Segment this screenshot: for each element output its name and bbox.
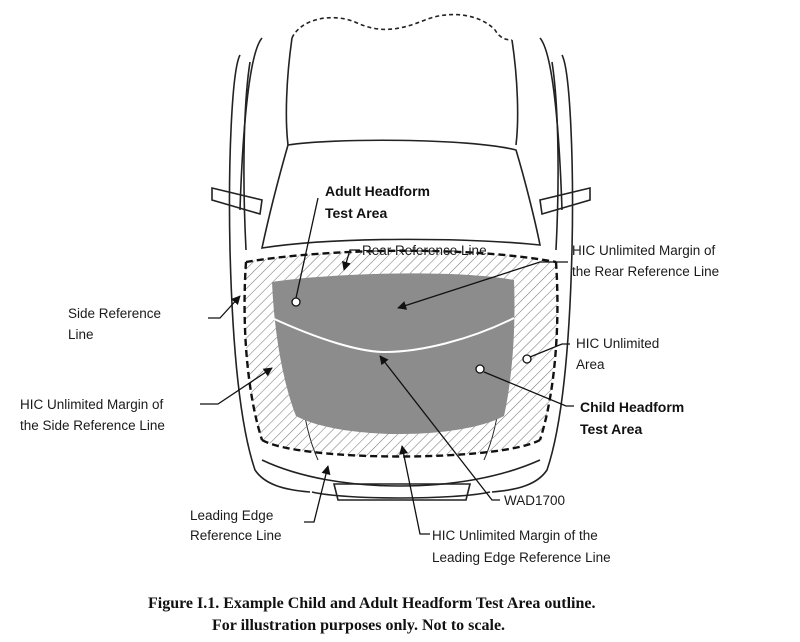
label-hic-unlimited-area-1: HIC Unlimited — [576, 336, 659, 351]
label-wad1700: WAD1700 — [504, 493, 565, 508]
label-leading-edge-2: Reference Line — [190, 528, 282, 543]
label-hic-rear-margin-2: the Rear Reference Line — [572, 264, 719, 279]
marker-hic-unlimited-area — [522, 354, 532, 364]
leader-child-area — [483, 371, 574, 407]
leader-rear-reference — [341, 249, 360, 271]
front-grille — [332, 483, 472, 501]
label-hic-unlimited-area-2: Area — [576, 357, 605, 372]
body-side-left — [228, 54, 311, 493]
label-hic-rear-margin-1: HIC Unlimited Margin of — [572, 243, 716, 258]
inner-side-left — [243, 61, 251, 251]
label-hic-side-margin-2: the Side Reference Line — [20, 418, 165, 433]
windshield-outline — [260, 139, 541, 249]
label-hic-side-margin-1: HIC Unlimited Margin of — [20, 397, 164, 412]
headform-test-area — [272, 273, 515, 434]
side-reference-line-left — [243, 261, 264, 441]
lower-bumper — [311, 491, 491, 499]
side-reference-line-right — [538, 261, 559, 441]
label-leading-edge-1: Leading Edge — [190, 508, 273, 523]
leader-side-reference — [208, 295, 241, 319]
marker-child-area — [475, 364, 485, 374]
leader-leading-edge — [304, 465, 331, 523]
label-adult-area-1: Adult Headform — [325, 183, 430, 199]
label-adult-area-2: Test Area — [325, 205, 387, 221]
leader-hic-side-margin — [200, 367, 273, 405]
wad1700-line — [271, 317, 515, 354]
roof-outline — [239, 37, 563, 211]
label-side-reference-1: Side Reference — [68, 306, 161, 321]
rear-reference-line — [245, 249, 557, 264]
leader-adult-area — [295, 197, 319, 299]
label-child-area-2: Test Area — [580, 421, 642, 437]
label-hic-leading-margin-2: Leading Edge Reference Line — [432, 550, 611, 565]
leader-lines — [200, 197, 574, 535]
leading-edge-reference-line — [261, 438, 541, 458]
label-child-area-1: Child Headform — [580, 399, 684, 415]
front-bumper — [261, 459, 541, 487]
mirror-right — [539, 186, 591, 216]
caption-line-2: For illustration purposes only. Not to s… — [212, 617, 505, 634]
inner-side-right — [551, 61, 559, 251]
roof-dashed-edge — [291, 13, 513, 41]
leader-hic-leading-margin — [399, 445, 430, 535]
label-hic-leading-margin-1: HIC Unlimited Margin of the — [432, 528, 598, 543]
label-side-reference-2: Line — [68, 327, 94, 342]
body-side-right — [491, 54, 574, 493]
marker-adult-area — [291, 297, 301, 307]
leader-hic-unlimited-area — [529, 343, 570, 358]
leader-hic-rear-margin — [397, 261, 568, 310]
roof-sides — [285, 37, 519, 146]
mirror-left — [211, 186, 263, 216]
leader-wad1700 — [379, 355, 500, 501]
caption-line-1: Figure I.1. Example Child and Adult Head… — [148, 595, 595, 612]
label-rear-reference-line: Rear Reference Line — [362, 243, 487, 258]
